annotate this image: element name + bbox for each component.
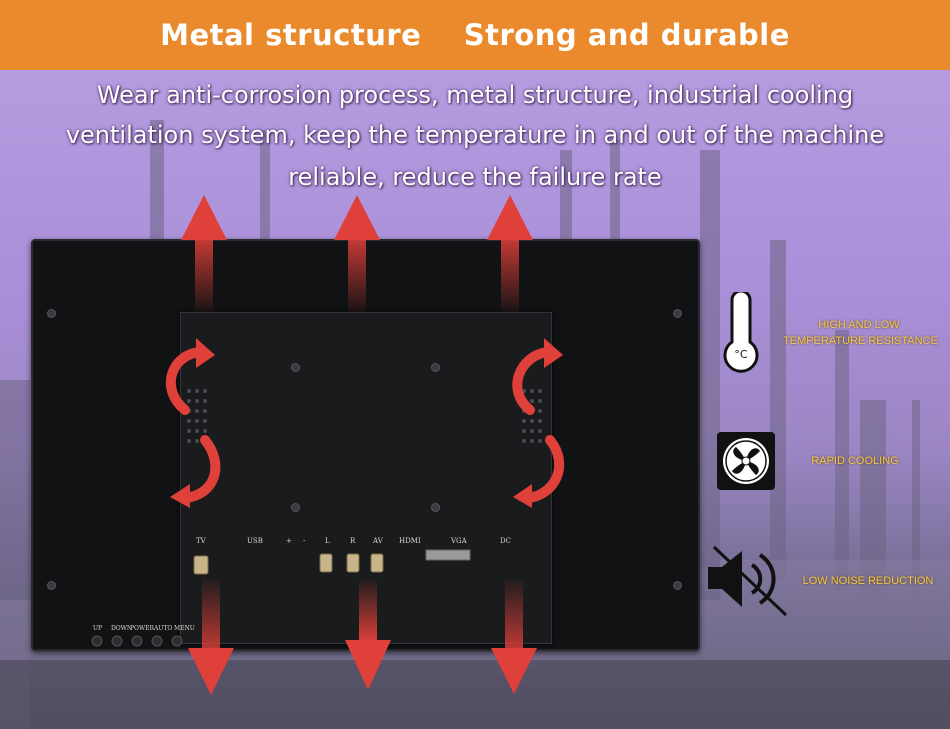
header-title: Metal structure Strong and durable — [160, 18, 790, 52]
screw — [431, 503, 440, 512]
screw — [431, 363, 440, 372]
feature-label-rapid-cooling: RAPID COOLING — [811, 455, 899, 467]
screw — [673, 581, 682, 590]
circulation-arrow-right — [512, 347, 565, 503]
thermometer-icon: °C — [718, 289, 768, 378]
description-line-3: reliable, reduce the failure rate — [288, 163, 662, 191]
port-label-av: AV — [373, 537, 383, 545]
button-label-power: POWER — [130, 625, 155, 632]
up-arrow-right — [487, 195, 533, 312]
up-arrow-center — [334, 195, 380, 312]
port-label-tv: TV — [196, 537, 206, 545]
screw — [47, 309, 56, 318]
button-label-down: DOWN — [111, 625, 133, 632]
port-label-r: R — [350, 537, 356, 545]
mute-speaker-icon — [706, 545, 791, 624]
down-arrow-center — [345, 580, 391, 690]
port-label-dc: DC — [500, 537, 511, 545]
screw — [47, 581, 56, 590]
header-band: Metal structure Strong and durable — [0, 0, 950, 70]
port-label-vga: VGA — [451, 537, 467, 545]
feature-label-temperature: HIGH AND LOW TEMPERATURE RESISTANCE — [783, 319, 938, 347]
port-label-l: L — [325, 537, 330, 545]
screw — [673, 309, 682, 318]
button-label-menu: MENU — [174, 625, 195, 632]
button-label-auto: AUTO — [154, 625, 173, 632]
port-label-plus: + — [286, 537, 292, 545]
svg-text:°C: °C — [734, 348, 748, 361]
feature-label-temperature-line2: TEMPERATURE RESISTANCE — [783, 335, 938, 347]
feature-label-temperature-line1: HIGH AND LOW — [818, 319, 900, 331]
down-arrow-right — [491, 580, 537, 694]
port-label-hdmi: HDMI — [399, 537, 421, 545]
hardware-buttons — [91, 635, 183, 647]
screw — [291, 503, 300, 512]
screw — [291, 363, 300, 372]
down-arrow-left — [188, 580, 234, 695]
port-label-minus: - — [303, 537, 306, 545]
button-label-up: UP — [93, 625, 103, 632]
feature-label-low-noise: LOW NOISE REDUCTION — [802, 575, 934, 587]
fan-icon — [716, 431, 776, 495]
port-label-usb: USB — [247, 537, 263, 545]
circulation-arrow-left — [165, 347, 221, 503]
up-arrow-left — [181, 195, 227, 312]
description-line-2: ventilation system, keep the temperature… — [65, 121, 885, 149]
description-line-1: Wear anti-corrosion process, metal struc… — [96, 81, 854, 109]
port-connectors — [193, 549, 471, 575]
